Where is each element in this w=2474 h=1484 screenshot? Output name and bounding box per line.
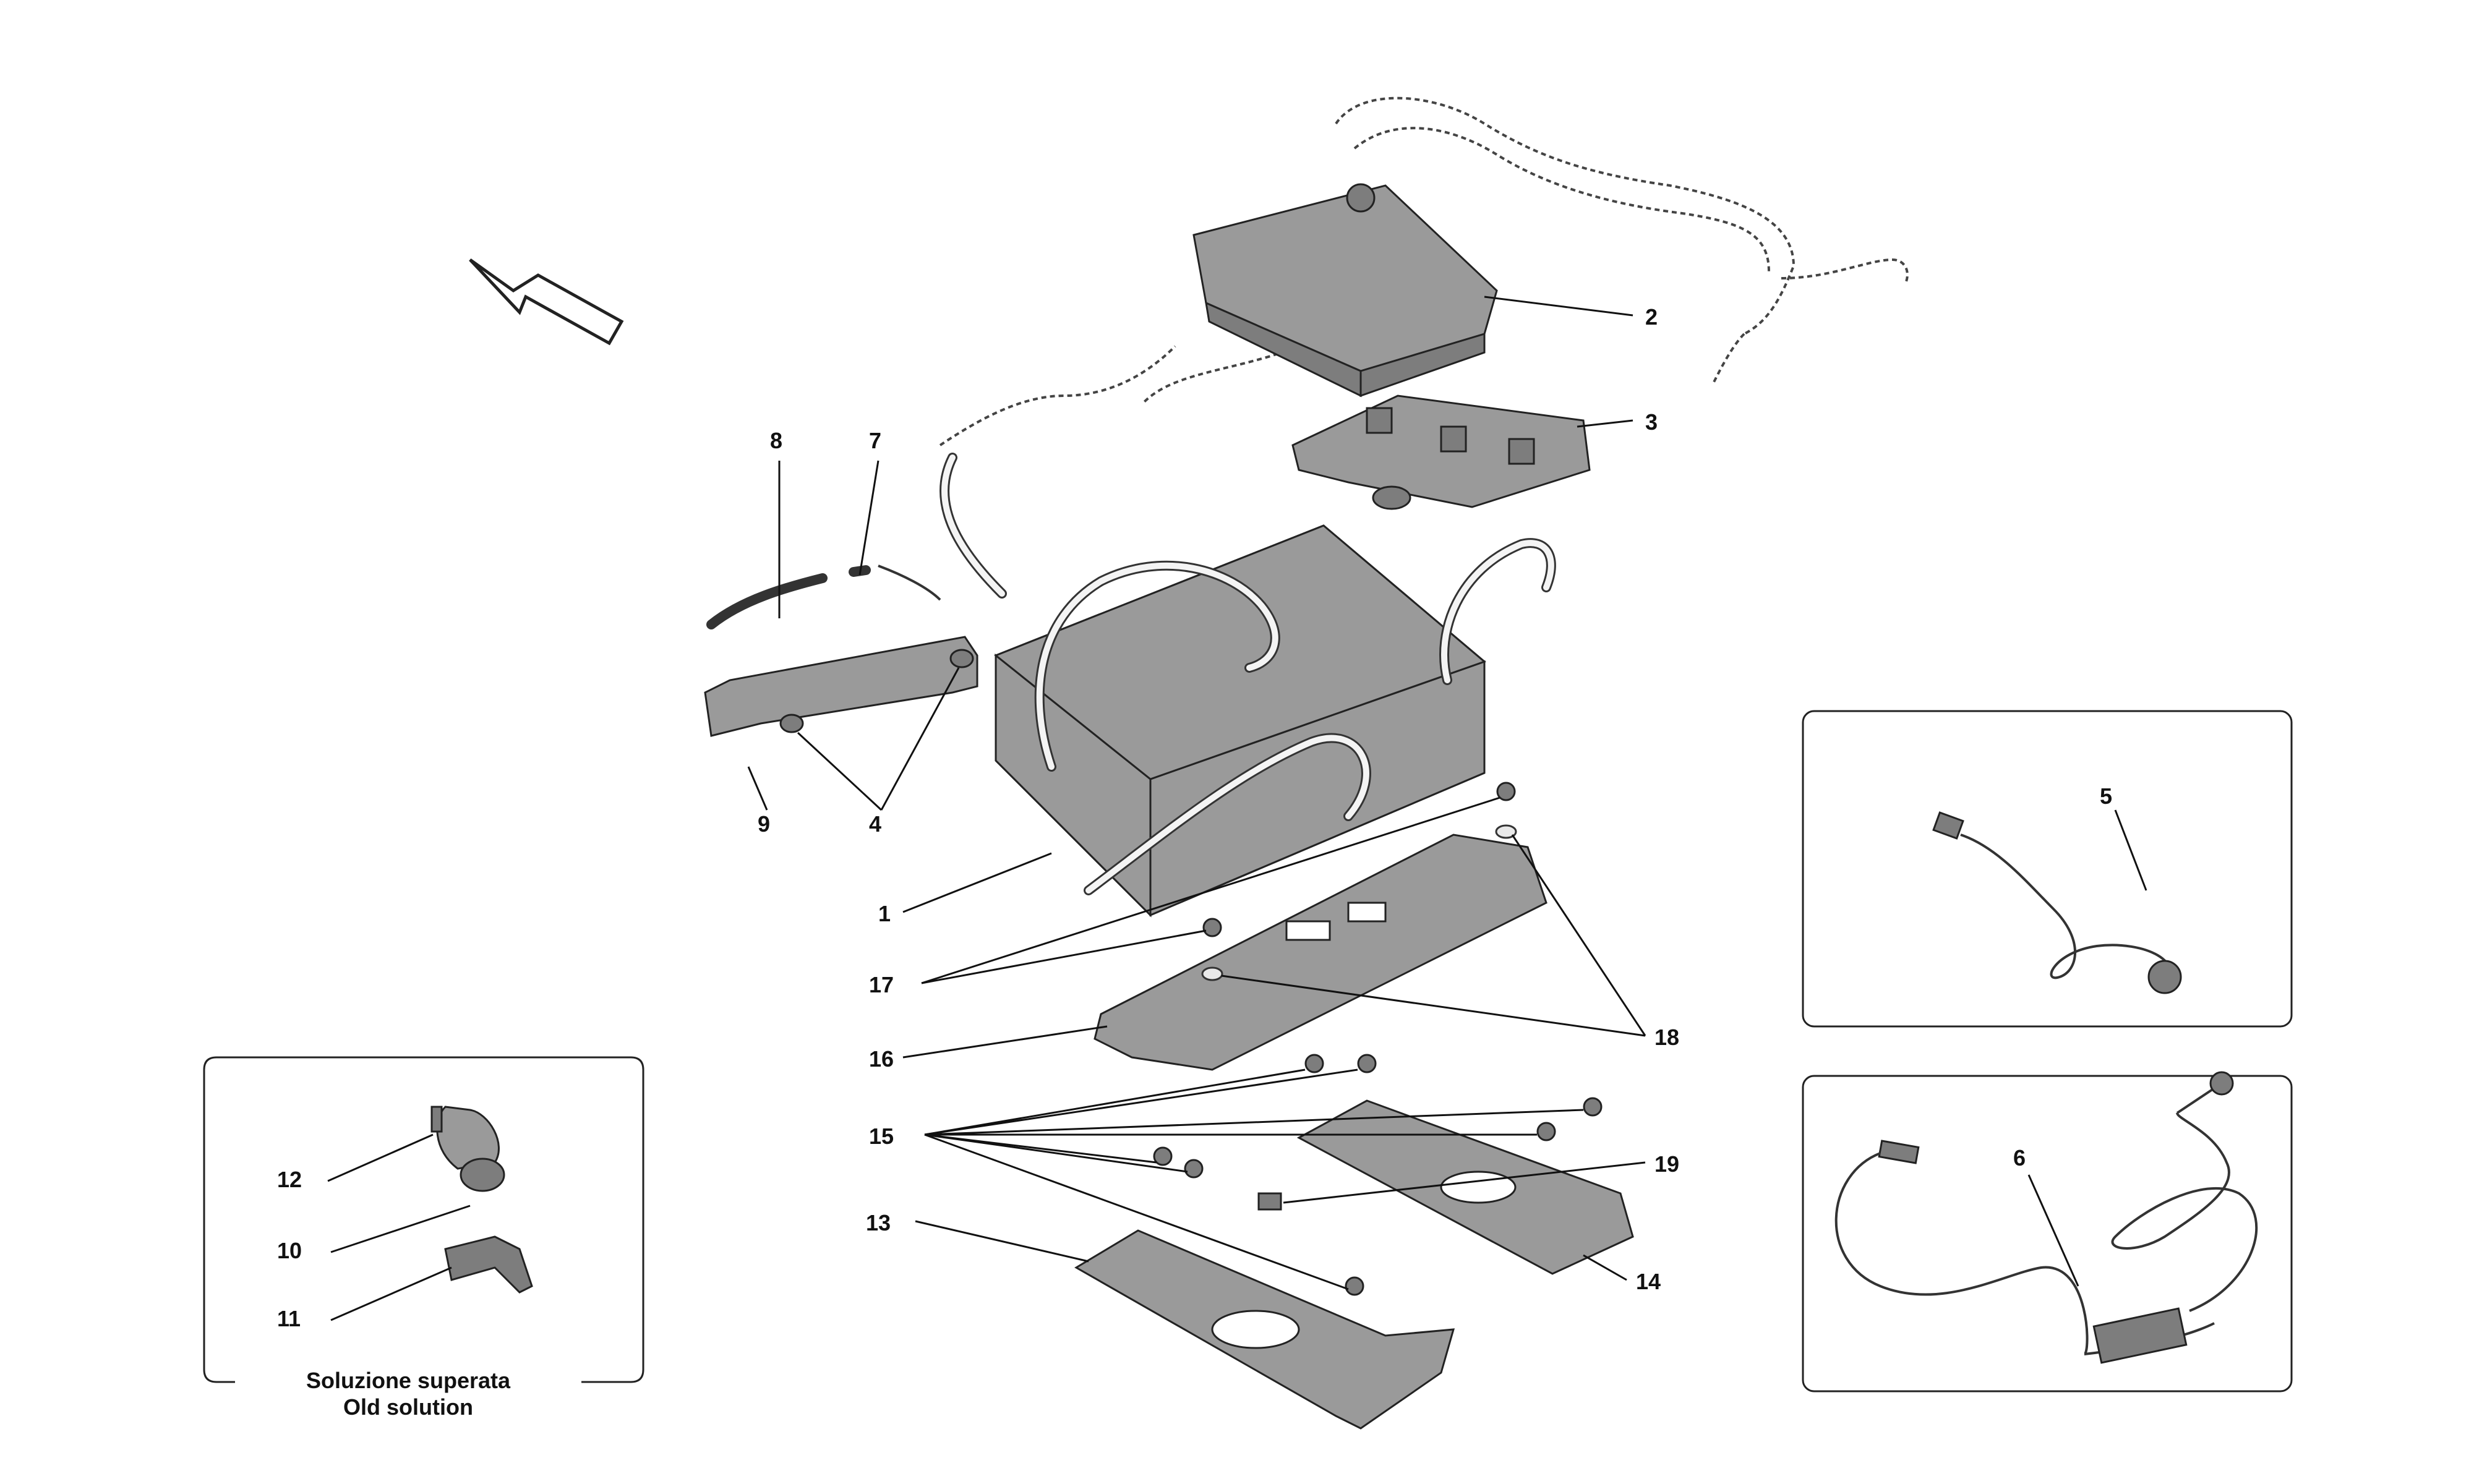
old-solution-caption-en: Old solution [343,1394,473,1420]
hoses-part-7-8 [706,565,941,629]
screws-part-15 [1153,1054,1603,1296]
washers-part-18 [1201,824,1517,981]
callout-17: 17 [869,972,894,997]
callout-16: 16 [869,1046,894,1072]
callout-8: 8 [770,428,782,453]
battery-part-1 [994,524,1486,918]
bracket-part-9 [704,636,978,737]
battery-cover-part-2 [1192,183,1498,398]
callout-7: 7 [869,428,881,453]
battery-cables [940,453,1556,895]
inset-old-solution: 10 11 12 Soluzione superata Old solution [203,1056,644,1420]
callout-19: 19 [1654,1151,1679,1177]
callout-10: 10 [277,1238,302,1263]
battery-tray-part-16 [1094,834,1547,1071]
inset-part-5: 5 [1802,710,2293,1028]
callout-15: 15 [869,1124,894,1149]
callout-11: 11 [277,1306,301,1331]
screws-part-17 [1202,782,1516,937]
callout-4: 4 [869,811,881,837]
callout-5: 5 [2100,783,2112,809]
nuts-part-4 [779,649,974,733]
callout-18: 18 [1654,1025,1679,1050]
callout-1: 1 [878,901,891,926]
callout-13: 13 [866,1210,891,1235]
callout-9: 9 [758,811,770,837]
callout-14: 14 [1636,1269,1661,1294]
callout-2: 2 [1645,304,1658,330]
direction-arrow-icon [469,258,624,346]
leader-lines [747,296,1646,1290]
callout-12: 12 [277,1167,302,1192]
plate-part-14 [1296,1099,1634,1275]
clip-part-19 [1257,1192,1282,1211]
callout-6: 6 [2013,1145,2026,1171]
callout-3: 3 [1645,409,1658,435]
inset-part-6: 6 [1802,1071,2293,1392]
plate-part-13 [1074,1229,1455,1430]
fuse-board-part-3 [1291,394,1591,510]
old-solution-caption-it: Soluzione superata [306,1368,511,1393]
